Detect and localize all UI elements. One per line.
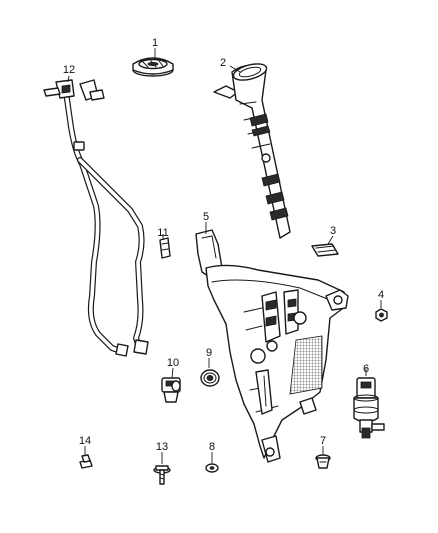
leader-line-2 xyxy=(229,65,241,73)
callout-12: 12 xyxy=(63,64,75,76)
washer-pump-icon xyxy=(353,377,385,439)
callout-1: 1 xyxy=(152,37,158,49)
nut-icon xyxy=(375,308,388,322)
filler-cap-icon xyxy=(132,57,174,77)
leader-line-10 xyxy=(171,367,174,379)
callout-13: 13 xyxy=(156,441,168,453)
callout-14: 14 xyxy=(79,435,91,447)
leader-line-3 xyxy=(327,235,334,245)
reservoir-icon xyxy=(195,229,349,463)
callout-4: 4 xyxy=(378,289,384,301)
grommet-icon xyxy=(200,369,220,387)
callout-2: 2 xyxy=(220,57,226,69)
callout-7: 7 xyxy=(320,435,326,447)
flat-washer-icon xyxy=(205,463,219,473)
seal-pad-icon xyxy=(311,243,339,257)
retainer-clip-icon xyxy=(79,454,93,469)
callout-9: 9 xyxy=(206,347,212,359)
filler-neck-icon xyxy=(213,63,291,239)
callout-11: 11 xyxy=(157,227,168,239)
mounting-bolt-icon xyxy=(153,465,171,485)
leader-line-12 xyxy=(67,75,70,83)
push-pin-icon xyxy=(315,454,331,469)
level-sensor-icon xyxy=(161,377,181,403)
callout-6: 6 xyxy=(363,363,369,375)
hose-clip-icon xyxy=(159,237,171,259)
callout-10: 10 xyxy=(167,357,179,369)
callout-3: 3 xyxy=(330,225,336,237)
callout-8: 8 xyxy=(209,441,215,453)
washer-hose-icon xyxy=(43,79,149,357)
callout-5: 5 xyxy=(203,211,209,223)
